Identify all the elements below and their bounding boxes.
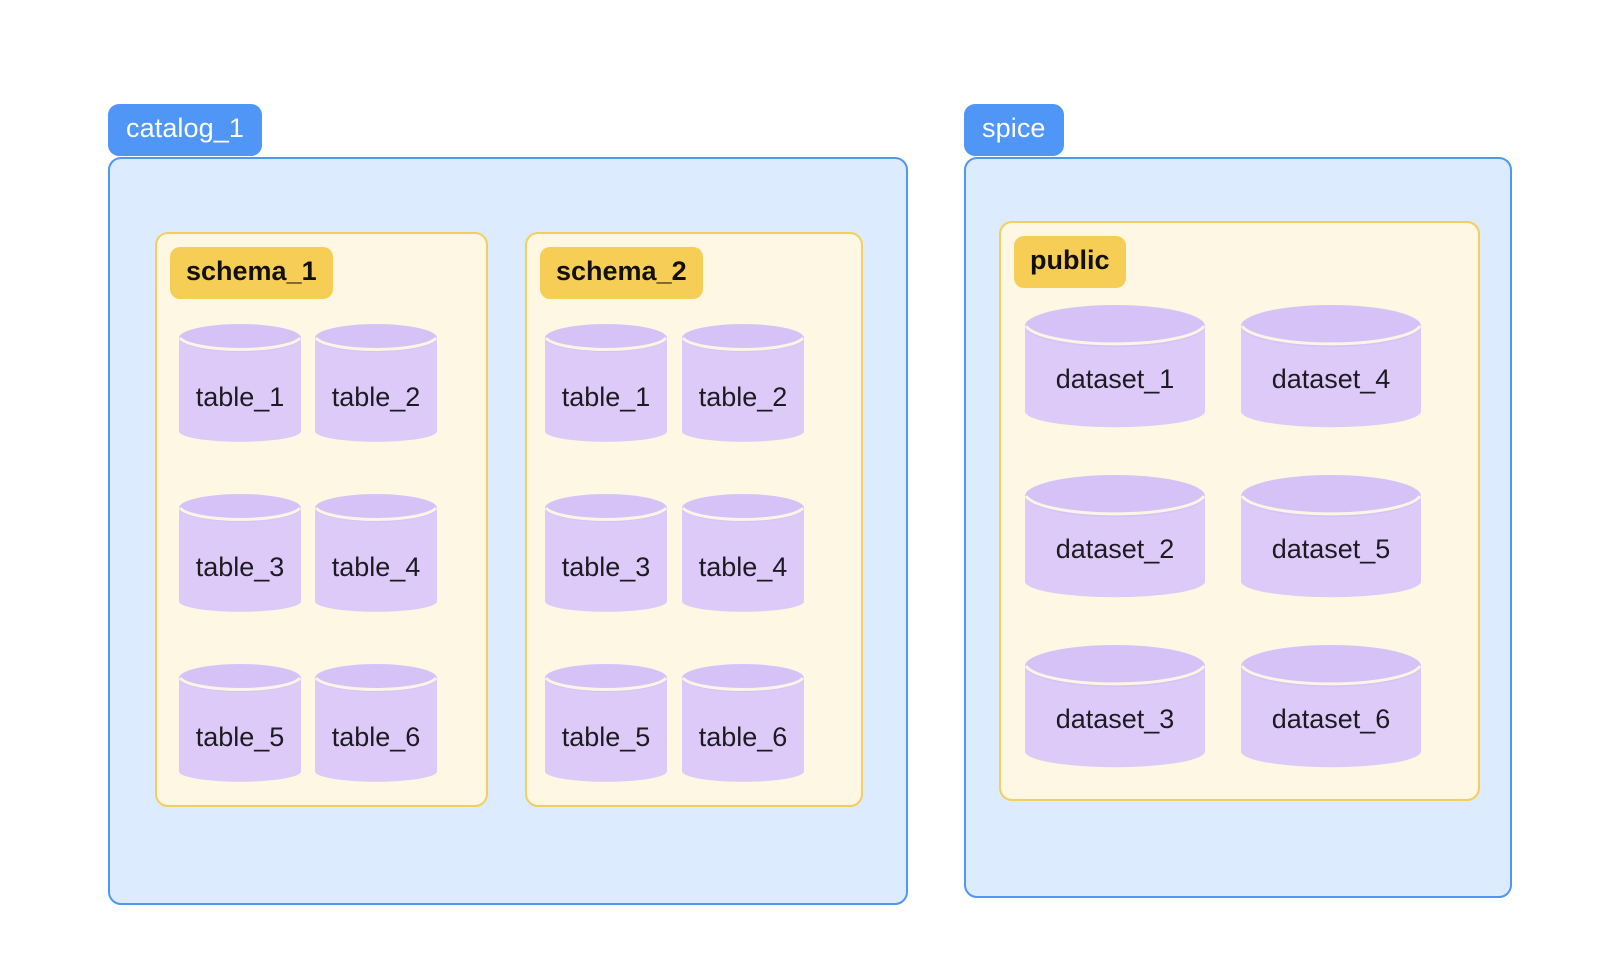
database-cylinder[interactable]: dataset_5 (1240, 475, 1422, 598)
database-cylinder[interactable]: table_6 (681, 664, 805, 782)
catalog-badge[interactable]: spice (964, 104, 1064, 156)
database-cylinder[interactable]: table_2 (314, 324, 438, 442)
catalog-panel: public dataset_1 dataset_4 dataset_2 dat… (964, 157, 1512, 898)
cylinder-shape (178, 494, 302, 612)
database-cylinder[interactable]: dataset_1 (1024, 305, 1206, 428)
cylinder-shape (544, 664, 668, 782)
catalog-panel: schema_1 table_1 table_2 table_3 table_4… (108, 157, 908, 905)
database-cylinder[interactable]: table_1 (544, 324, 668, 442)
schema-panel: schema_1 table_1 table_2 table_3 table_4… (155, 232, 488, 807)
database-cylinder[interactable]: table_3 (544, 494, 668, 612)
database-cylinder[interactable]: table_2 (681, 324, 805, 442)
database-cylinder[interactable]: dataset_4 (1240, 305, 1422, 428)
database-cylinder[interactable]: table_3 (178, 494, 302, 612)
database-cylinder[interactable]: table_4 (314, 494, 438, 612)
database-cylinder[interactable]: table_1 (178, 324, 302, 442)
cylinder-shape (314, 494, 438, 612)
cylinder-shape (544, 494, 668, 612)
cylinder-shape (1024, 475, 1206, 598)
database-cylinder[interactable]: table_6 (314, 664, 438, 782)
cylinder-shape (1240, 305, 1422, 428)
database-cylinder[interactable]: table_4 (681, 494, 805, 612)
schema-badge[interactable]: schema_2 (540, 247, 703, 299)
database-cylinder[interactable]: dataset_3 (1024, 645, 1206, 768)
cylinder-shape (314, 324, 438, 442)
database-cylinder[interactable]: dataset_2 (1024, 475, 1206, 598)
cylinder-shape (1240, 475, 1422, 598)
cylinder-shape (178, 664, 302, 782)
schema-panel: public dataset_1 dataset_4 dataset_2 dat… (999, 221, 1480, 801)
cylinder-shape (314, 664, 438, 782)
cylinder-shape (681, 494, 805, 612)
cylinder-shape (178, 324, 302, 442)
schema-badge[interactable]: public (1014, 236, 1126, 288)
cylinder-shape (681, 664, 805, 782)
cylinder-shape (1024, 305, 1206, 428)
database-cylinder[interactable]: dataset_6 (1240, 645, 1422, 768)
database-cylinder[interactable]: table_5 (544, 664, 668, 782)
cylinder-shape (1024, 645, 1206, 768)
cylinder-shape (681, 324, 805, 442)
database-cylinder[interactable]: table_5 (178, 664, 302, 782)
schema-badge[interactable]: schema_1 (170, 247, 333, 299)
cylinder-shape (544, 324, 668, 442)
cylinder-shape (1240, 645, 1422, 768)
catalog-badge[interactable]: catalog_1 (108, 104, 262, 156)
schema-panel: schema_2 table_1 table_2 table_3 table_4… (525, 232, 863, 807)
